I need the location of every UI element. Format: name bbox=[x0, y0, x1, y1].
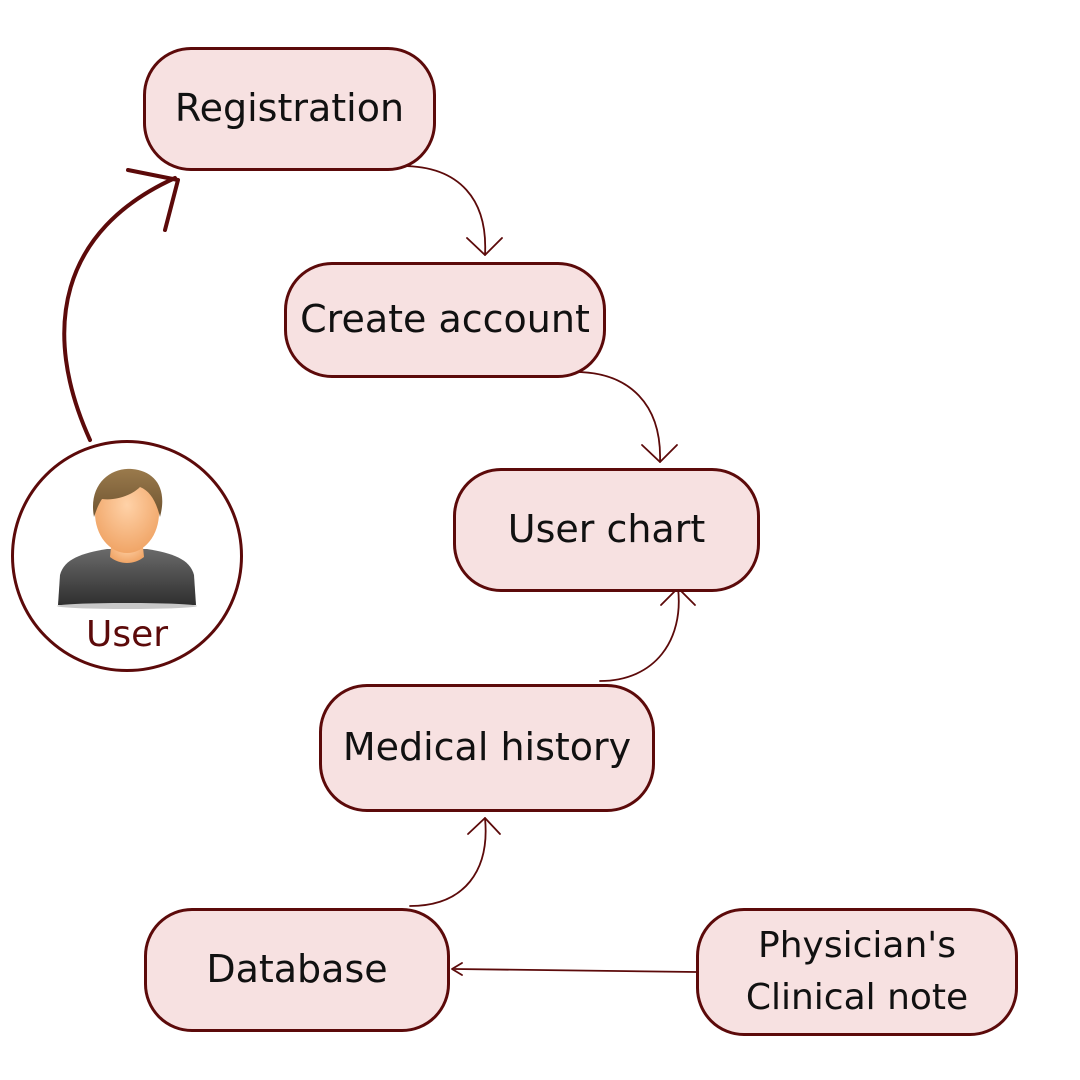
arrowhead-database bbox=[451, 962, 463, 976]
edge-create-account-to-user-chart bbox=[574, 371, 661, 463]
user-avatar-icon bbox=[57, 468, 197, 609]
registration-label: Registration bbox=[174, 86, 405, 131]
edge-medical-history-to-user-chart bbox=[599, 587, 680, 682]
edge-registration-to-create-account bbox=[401, 165, 487, 256]
medical-history-node: Medical history bbox=[319, 684, 655, 812]
edge-database-to-medical-history bbox=[409, 817, 487, 907]
arrowhead-create-account bbox=[466, 237, 503, 256]
create-account-node: Create account bbox=[284, 262, 606, 378]
clinical-note-label-line2: Clinical note bbox=[745, 977, 969, 1018]
edge-user-to-registration bbox=[62, 176, 177, 442]
arrowhead-registration bbox=[126, 168, 180, 232]
arrowhead-medical-history bbox=[467, 817, 501, 835]
registration-node: Registration bbox=[143, 47, 436, 171]
database-label: Database bbox=[206, 947, 388, 992]
arrowhead-user-chart-top bbox=[641, 444, 678, 463]
create-account-label: Create account bbox=[300, 297, 590, 342]
user-label: User bbox=[85, 614, 169, 655]
user-chart-label: User chart bbox=[507, 507, 706, 552]
user-chart-node: User chart bbox=[453, 468, 760, 592]
database-node: Database bbox=[144, 908, 450, 1032]
user-actor: User bbox=[11, 440, 243, 672]
medical-history-label: Medical history bbox=[342, 725, 632, 770]
clinical-note-label-line1: Physician's bbox=[758, 924, 956, 966]
clinical-note-node: Physician's Clinical note bbox=[696, 908, 1018, 1036]
edge-clinical-note-to-database bbox=[454, 968, 697, 973]
